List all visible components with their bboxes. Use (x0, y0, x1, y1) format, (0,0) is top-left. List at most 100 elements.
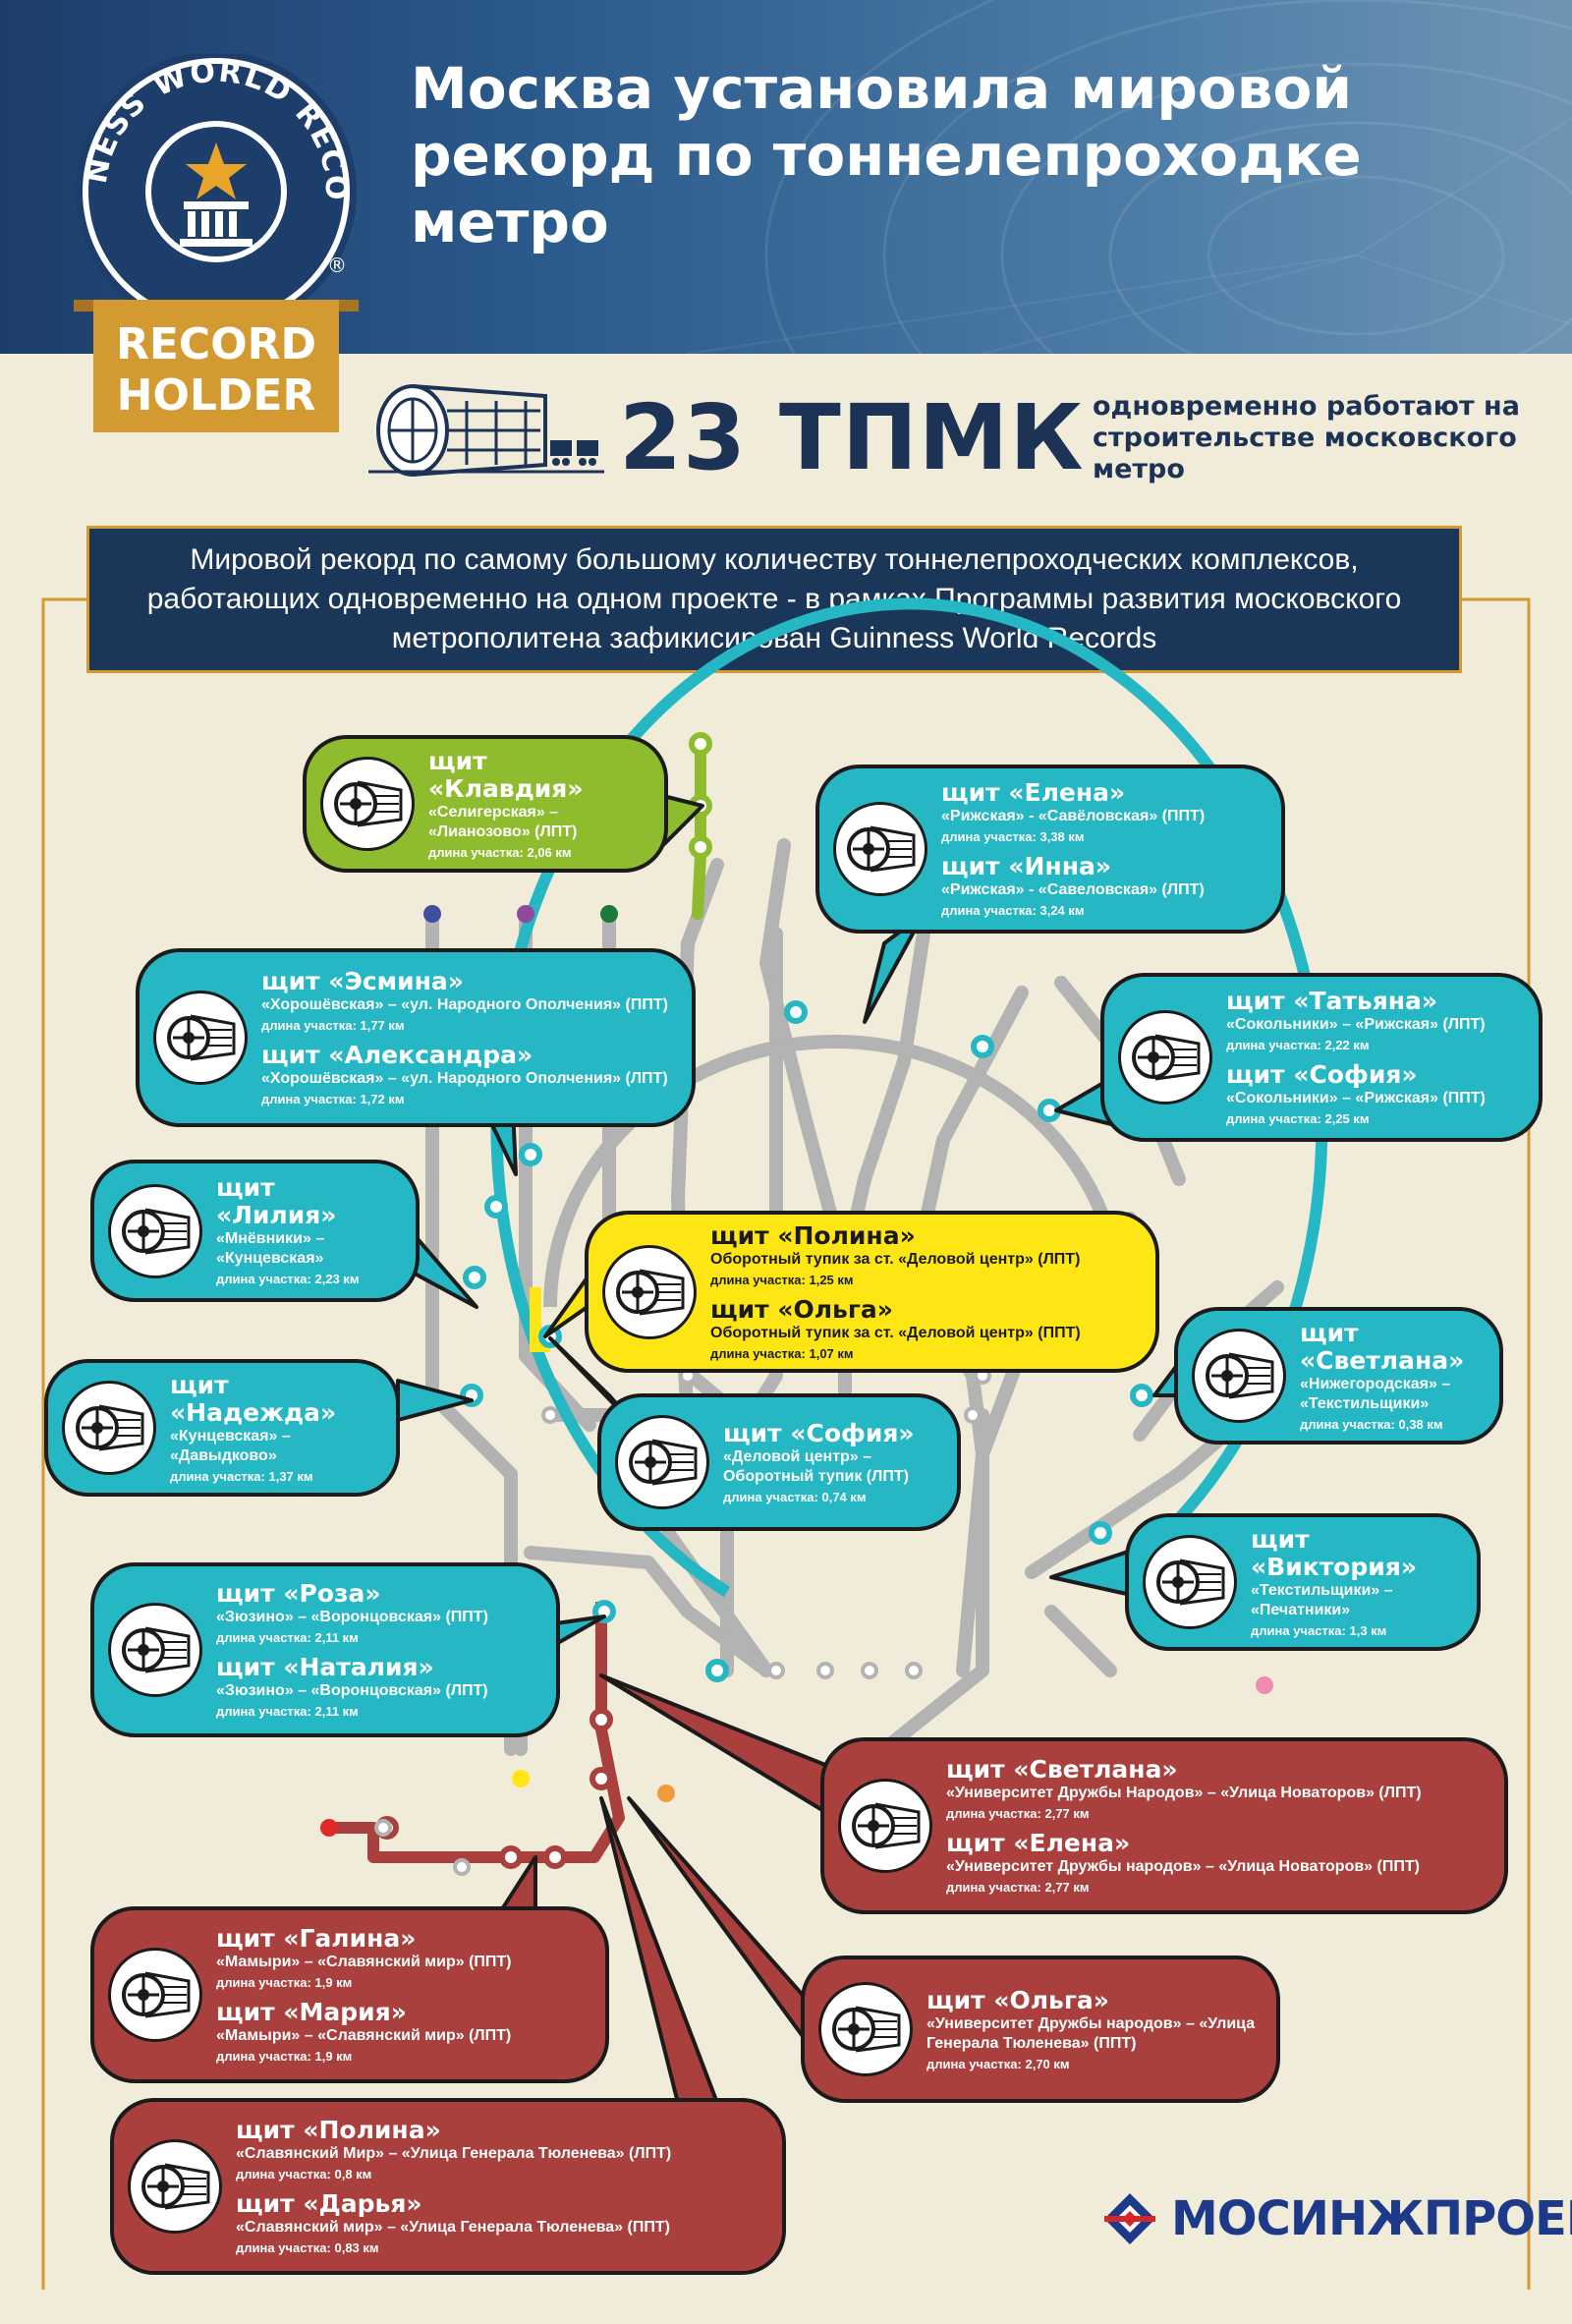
terminal-dot (512, 1770, 530, 1787)
shield-length: длина участка: 0,38 км (1300, 1416, 1443, 1432)
shield-route: «Славянский мир» – «Улица Генерала Тюлен… (236, 2219, 670, 2236)
badge-line-holder: HOLDER (117, 370, 316, 421)
shield-length: длина участка: 2,22 км (1226, 1038, 1370, 1052)
shield-length: длина участка: 1,77 км (261, 1018, 405, 1033)
shield-length: длина участка: 2,25 км (1226, 1111, 1370, 1126)
shield-route: «Деловой центр» – Оборотный тупик (ЛПТ) (723, 1447, 909, 1485)
shield-route: «Университет Дружбы народов» – «Улица Ге… (926, 2014, 1256, 2052)
shield-length: длина участка: 2,77 км (946, 1880, 1090, 1895)
shield-name: щит «Елена» (946, 1829, 1131, 1857)
tunnel-boring-machine-icon (838, 1779, 932, 1873)
shield-name: щит «Наталия» (216, 1653, 434, 1681)
shield-entry: щит «Надежда» «Кунцевская» – «Давыдково»… (170, 1370, 378, 1485)
shield-entry: щит «Дарья» «Славянский мир» – «Улица Ге… (236, 2190, 671, 2256)
callout-shield-klavdiya: щит «Клавдия» «Селигерская» – «Лианозово… (303, 735, 668, 873)
callout-shield-sofiya-delovoy: щит «София» «Деловой центр» – Оборотный … (597, 1393, 961, 1531)
shield-entry: щит «Светлана» «Нижегородская» – «Тексти… (1300, 1318, 1482, 1433)
guinness-record-holder-badge: GUINNESS WORLD RECORDS ® RECORD HOLDER (60, 28, 359, 437)
shield-name: щит «Светлана» (1300, 1318, 1465, 1375)
shield-route: Оборотный тупик за ст. «Деловой центр» (… (710, 1324, 1081, 1341)
tunnel-boring-machine-icon (128, 2139, 222, 2234)
tunnel-boring-machine-icon (108, 1603, 202, 1697)
tunnel-boring-machine-icon (368, 381, 604, 484)
tbm-count: 23 ТПМК (619, 385, 1085, 490)
shield-entry: щит «Виктория» «Текстильщики» – «Печатни… (1251, 1525, 1459, 1639)
star-icon (186, 142, 247, 199)
shield-name: щит «Ольга» (926, 1985, 1109, 2014)
callout-shield-nadezhda: щит «Надежда» «Кунцевская» – «Давыдково»… (44, 1359, 400, 1497)
tunnel-boring-machine-icon (833, 802, 927, 896)
shield-name: щит «Галина» (216, 1924, 417, 1953)
shield-length: длина участка: 0,83 км (236, 2240, 379, 2255)
shield-name: щит «Ольга» (710, 1294, 893, 1324)
shield-length: длина участка: 1,9 км (216, 2049, 353, 2064)
shield-name: щит «Клавдия» (428, 746, 584, 803)
callout-shields-tatyana-sofiya: щит «Татьяна» «Сокольники» – «Рижская» (… (1100, 973, 1543, 1142)
frame-border (41, 597, 1531, 2290)
shield-route: «Мнёвники» – «Кунцевская» (216, 1230, 325, 1267)
terminal-dot (1256, 1676, 1273, 1694)
shield-entry: щит «Роза» «Зюзино» – «Воронцовская» (ПП… (216, 1580, 488, 1646)
callout-shields-galina-mariya: щит «Галина» «Мамыри» – «Славянский мир»… (90, 1906, 609, 2083)
shield-length: длина участка: 3,38 км (941, 829, 1085, 844)
callout-shields-svetlana-elena-udn: щит «Светлана» «Университет Дружбы Народ… (820, 1737, 1508, 1914)
shield-entry: щит «Мария» «Мамыри» – «Славянский мир» … (216, 1999, 512, 2065)
tunnel-boring-machine-icon (615, 1415, 709, 1509)
shield-route: «Мамыри» – «Славянский мир» (ЛПТ) (216, 2027, 512, 2044)
shield-route: «Сокольники» – «Рижская» (ЛПТ) (1226, 1016, 1486, 1033)
shield-entry: щит «София» «Деловой центр» – Оборотный … (723, 1418, 939, 1505)
shield-name: щит «Эсмина» (261, 967, 464, 995)
tunnel-boring-machine-icon (153, 991, 248, 1085)
shield-entry: щит «Полина» «Славянский Мир» – «Улица Г… (236, 2117, 671, 2182)
shield-length: длина участка: 0,74 км (723, 1489, 867, 1504)
shield-entry: щит «Галина» «Мамыри» – «Славянский мир»… (216, 1925, 512, 1991)
shield-name: щит «Александра» (261, 1041, 533, 1069)
shield-length: длина участка: 0,8 км (236, 2167, 372, 2182)
shield-entry: щит «София» «Сокольники» – «Рижская» (ПП… (1226, 1061, 1486, 1127)
shield-route: «Хорошёвская» – «ул. Народного Ополчения… (261, 996, 668, 1013)
callout-shield-viktoriya: щит «Виктория» «Текстильщики» – «Печатни… (1125, 1513, 1481, 1651)
shield-route: «Рижская» - «Савёловская» (ППТ) (941, 808, 1206, 824)
trophy-pillars-icon (180, 201, 253, 247)
callout-shields-elena-inna: щит «Елена» «Рижская» - «Савёловская» (П… (815, 765, 1285, 934)
shield-route: Оборотный тупик за ст. «Деловой центр» (… (710, 1250, 1081, 1268)
page-title: Москва установила мировой рекорд по тонн… (411, 55, 1362, 255)
shield-length: длина участка: 2,11 км (216, 1630, 359, 1645)
tunnel-boring-machine-icon (108, 1183, 202, 1278)
shield-route: «Селигерская» – «Лианозово» (ЛПТ) (428, 803, 578, 840)
inner-ring-line (543, 1035, 1127, 1308)
green-line (692, 738, 706, 920)
shield-name: щит «Надежда» (170, 1370, 337, 1427)
mosinzhproekt-logo: МОСИНЖПРОЕКТ (1100, 2189, 1572, 2248)
shield-length: длина участка: 2,11 км (216, 1704, 359, 1719)
tunnel-boring-machine-icon (62, 1381, 156, 1475)
badge-line-record: RECORD (116, 319, 316, 369)
shield-route: «Нижегородская» – «Текстильщики» (1300, 1375, 1451, 1412)
shield-entry: щит «Ольга» «Университет Дружбы народов»… (926, 1985, 1259, 2072)
shield-length: длина участка: 1,07 км (710, 1345, 854, 1361)
callout-shields-polina-darya: щит «Полина» «Славянский Мир» – «Улица Г… (110, 2098, 786, 2275)
shield-entry: щит «Полина» Оборотный тупик за ст. «Дел… (710, 1221, 1081, 1288)
tunnel-boring-machine-icon (108, 1948, 202, 2042)
shield-length: длина участка: 1,3 км (1251, 1622, 1387, 1638)
shield-route: «Рижская» - «Савеловская» (ЛПТ) (941, 881, 1205, 898)
terminal-dot (320, 1819, 338, 1837)
shield-name: щит «Дарья» (236, 2189, 422, 2218)
tunnel-boring-machine-icon (602, 1244, 697, 1339)
shield-length: длина участка: 1,72 км (261, 1092, 405, 1106)
shield-route: «Мамыри» – «Славянский мир» (ППТ) (216, 1954, 512, 1970)
terminal-dot (600, 905, 618, 923)
shield-route: «Кунцевская» – «Давыдково» (170, 1427, 291, 1464)
terminal-dot (657, 1785, 675, 1802)
callout-shield-olga-udn: щит «Ольга» «Университет Дружбы народов»… (801, 1956, 1280, 2103)
callout-shield-svetlana-ring: щит «Светлана» «Нижегородская» – «Тексти… (1174, 1307, 1503, 1445)
big-circle-line-teal (490, 597, 1328, 1598)
logo-text: МОСИНЖПРОЕКТ (1171, 2191, 1572, 2246)
shield-name: щит «Инна» (941, 852, 1111, 880)
shield-name: щит «София» (723, 1418, 915, 1447)
terminal-dot (423, 905, 441, 923)
shield-entry: щит «Александра» «Хорошёвская» – «ул. На… (261, 1042, 668, 1107)
shield-length: длина участка: 2,70 км (926, 2056, 1070, 2071)
tbm-count-description: одновременно работают на строительстве м… (1093, 391, 1520, 484)
shield-length: длина участка: 1,25 км (710, 1272, 854, 1287)
